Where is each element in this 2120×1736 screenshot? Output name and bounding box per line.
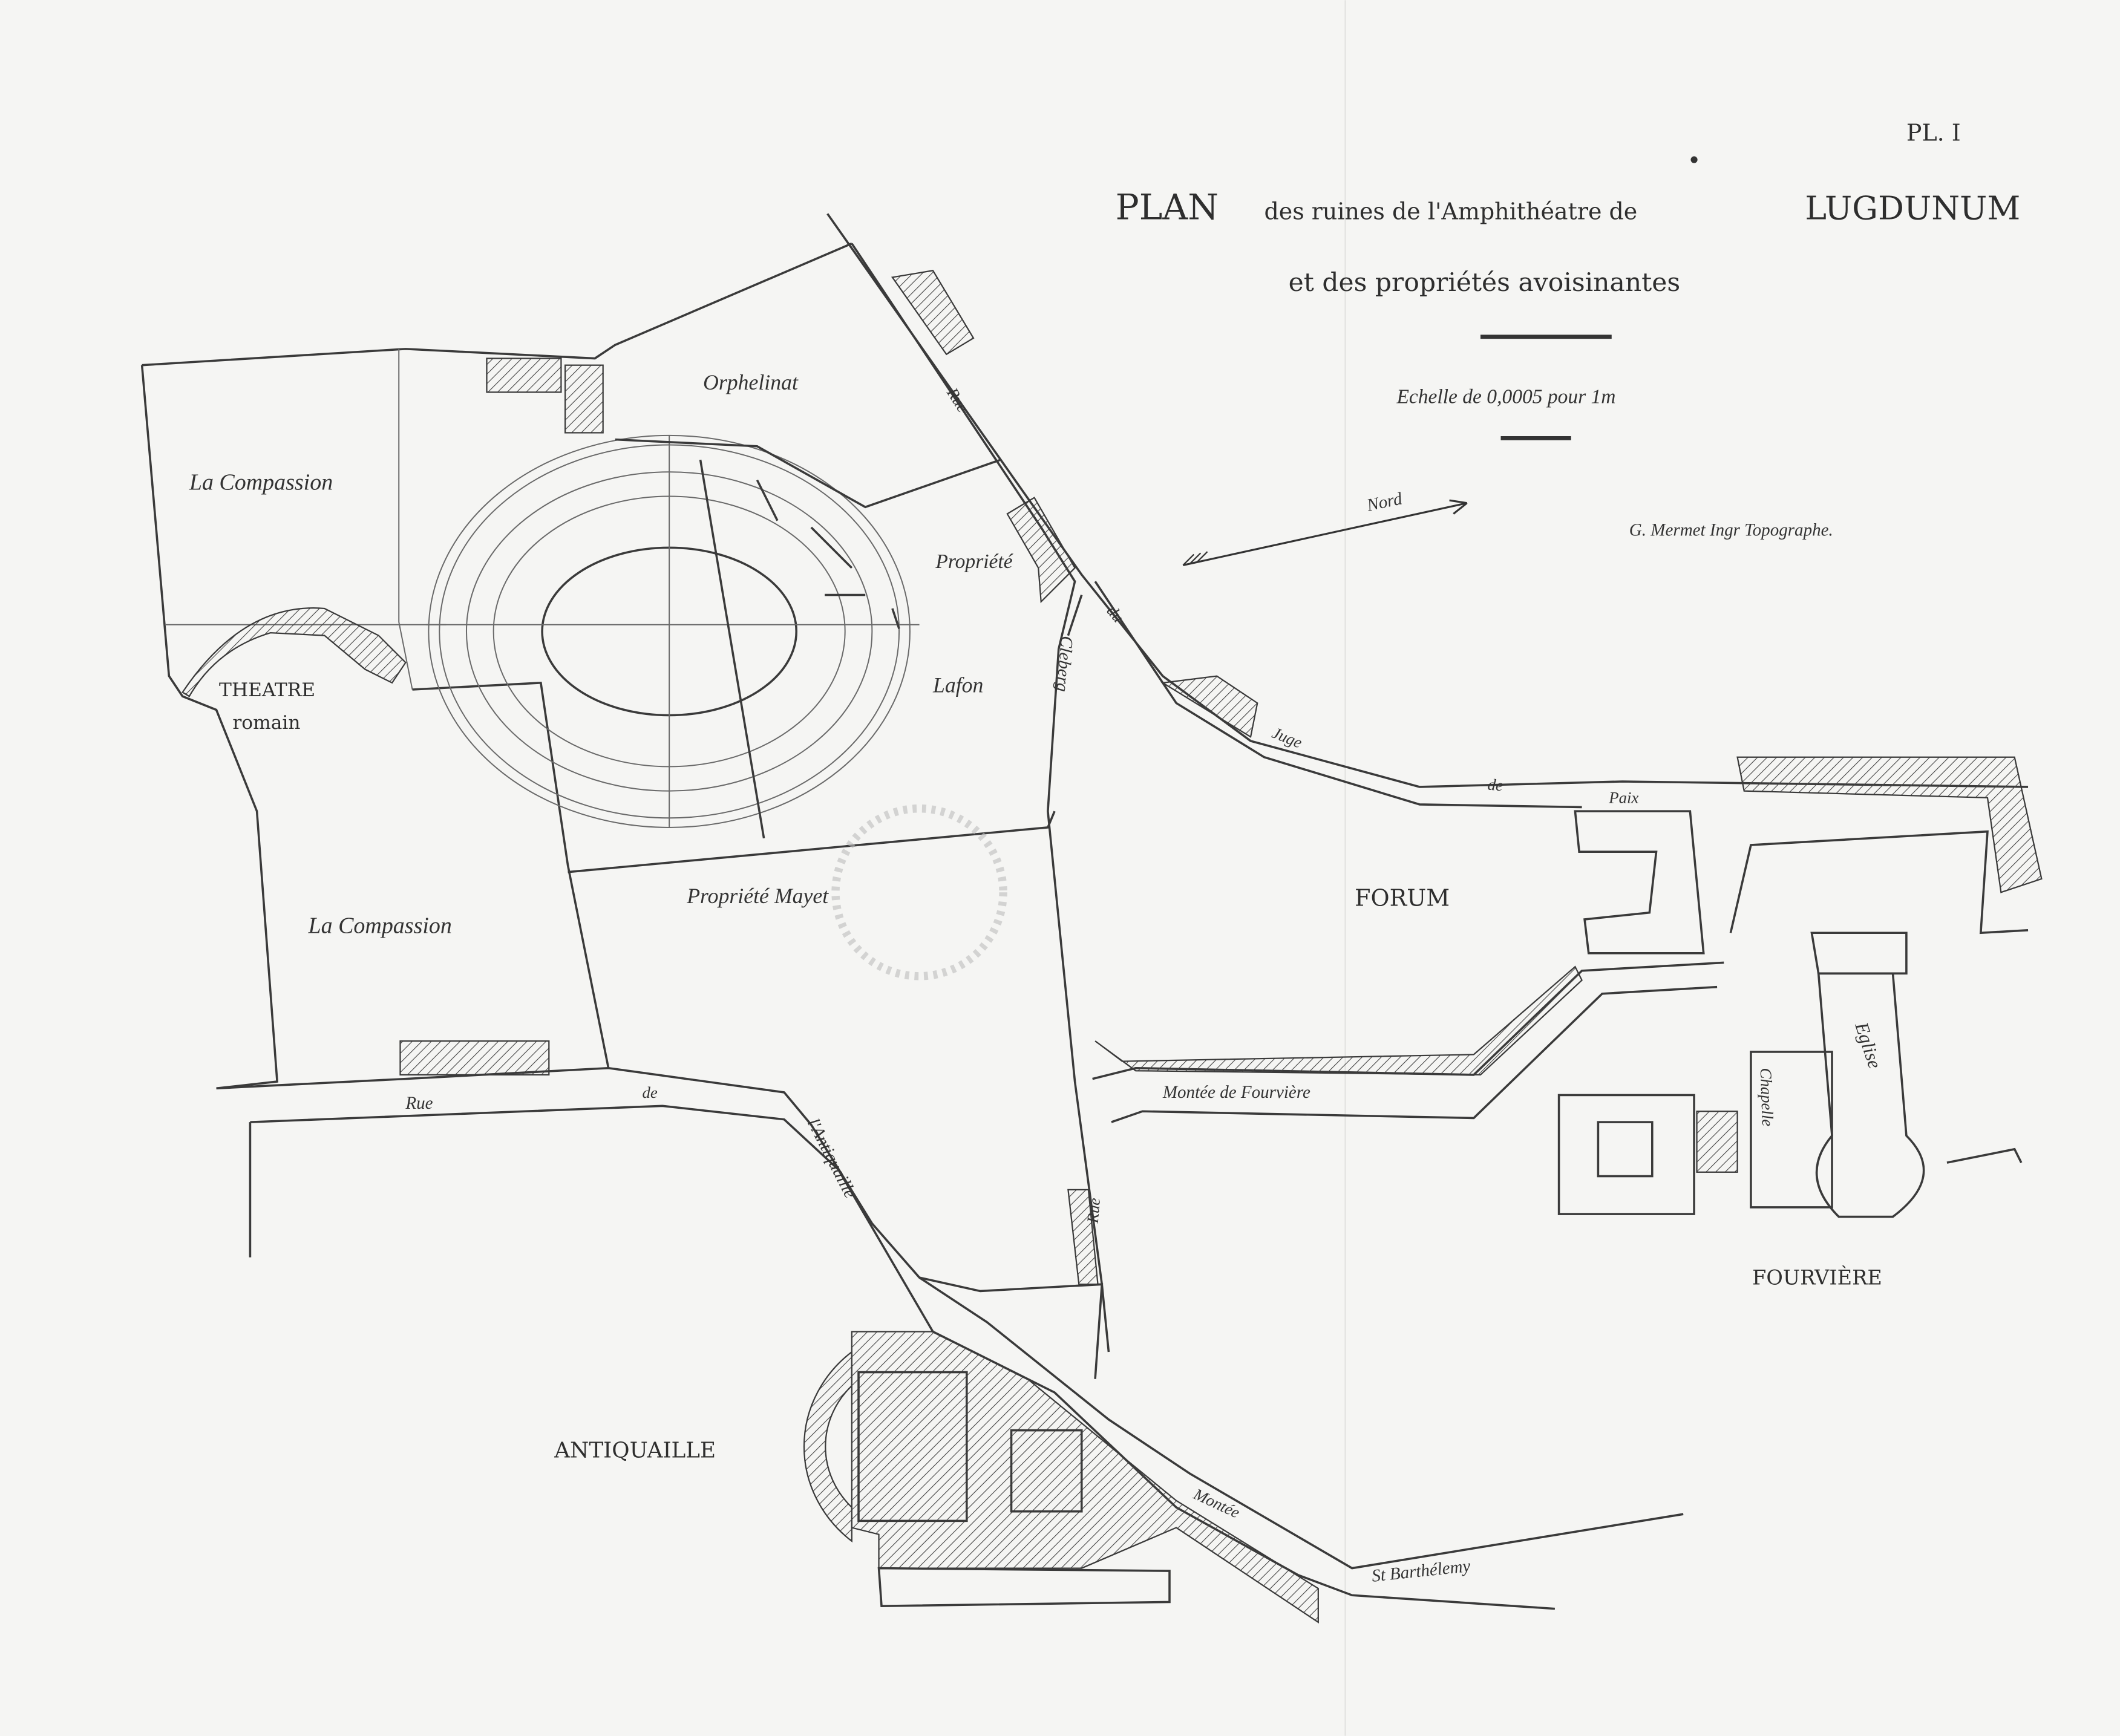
building-hatch	[1736, 756, 2043, 893]
building-hatch	[1574, 810, 1705, 954]
compassion-boundary	[140, 242, 852, 1090]
street-de: de	[642, 1083, 657, 1101]
title-plan: PLAN	[1116, 186, 1219, 227]
road-edge	[1067, 581, 1582, 809]
street-antiquaille: l'Antiquaille	[803, 1115, 860, 1201]
fourviere-complex	[1557, 830, 2029, 1218]
label-propriete-lafon: Propriété	[935, 550, 1013, 573]
street-cleberg: Cleberg	[1052, 635, 1076, 693]
street-st-barthelemy: St Barthélemy	[1371, 1556, 1471, 1586]
street-montee-fourviere: Montée de Fourvière	[1162, 1083, 1310, 1102]
road-edge	[826, 213, 2029, 788]
label-la-compassion: La Compassion	[308, 913, 452, 938]
label-forum: FORUM	[1355, 885, 1450, 912]
antiquaille-buildings	[803, 1331, 1319, 1624]
theatre-ruins	[182, 607, 407, 697]
label-antiquaille: ANTIQUAILLE	[554, 1438, 716, 1463]
building-hatch	[891, 270, 975, 356]
north-label: Nord	[1364, 489, 1404, 515]
label-chapelle: Chapelle	[1757, 1068, 1777, 1127]
building-hatch	[1160, 675, 1258, 739]
plate-number: PL. I	[1906, 120, 1961, 146]
road-edge	[851, 243, 1110, 1353]
title-text: des ruines de l'Amphithéatre de	[1264, 198, 1637, 224]
author-credit: G. Mermet Ingr Topographe.	[1629, 520, 1833, 540]
label-orphelinat: Orphelinat	[703, 370, 799, 394]
road-edge	[1111, 985, 1718, 1123]
street-de: de	[1487, 775, 1504, 794]
title-city: LUGDUNUM	[1805, 189, 2020, 227]
label-la-compassion: La Compassion	[189, 469, 333, 495]
title-line-2: et des propriétés avoisinantes	[1289, 268, 1680, 298]
parcel-line	[398, 348, 413, 690]
ink-dot	[1690, 156, 1698, 163]
parcel-line	[412, 681, 610, 1069]
scale-text: Echelle de 0,0005 pour 1m	[1396, 385, 1615, 408]
label-lafon: Lafon	[932, 673, 983, 697]
label-fourviere: FOURVIÈRE	[1752, 1265, 1882, 1289]
building-hatch	[1006, 497, 1076, 604]
label-eglise: Eglise	[1851, 1019, 1886, 1071]
street-paix: Paix	[1608, 789, 1638, 807]
amphitheatre	[425, 357, 1001, 839]
title-line-1: PLAN des ruines de l'Amphithéatre de LUG…	[1116, 186, 2021, 227]
north-arrow: Nord	[1182, 489, 1468, 566]
building-hatch	[1094, 965, 1583, 1076]
library-stamp	[831, 804, 1007, 981]
street-rue: Rue	[1084, 1197, 1104, 1224]
road-edge	[216, 1066, 1684, 1570]
parcel-line	[568, 811, 1056, 873]
road-edge	[919, 1276, 1104, 1379]
building-hatch	[399, 1040, 550, 1076]
building-hatch	[1067, 1189, 1099, 1285]
label-theatre: THEATRE	[219, 679, 315, 701]
label-romain: romain	[232, 712, 300, 734]
street-rue-antiquaille: Rue	[405, 1094, 433, 1113]
label-propriete-mayet: Propriété Mayet	[686, 884, 829, 908]
